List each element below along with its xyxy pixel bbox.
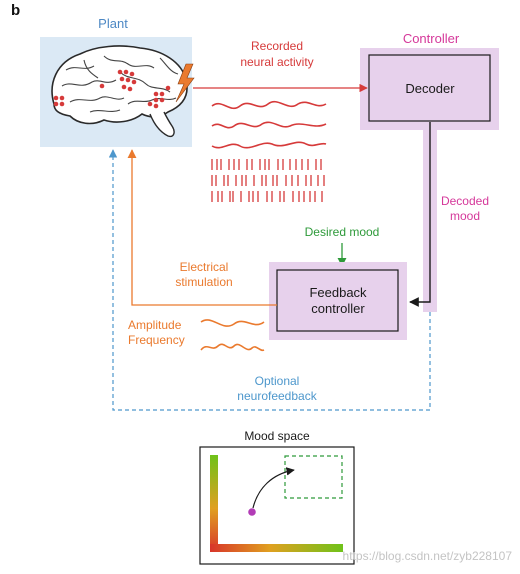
neurofeedback-label: Optional bbox=[255, 374, 300, 388]
stimulation-waveforms bbox=[200, 319, 265, 352]
feedback-controller-box bbox=[276, 269, 399, 332]
decoded-mood-label-2: mood bbox=[450, 209, 480, 223]
amplitude-label: Amplitude bbox=[128, 318, 182, 332]
recorded-activity-label-2: neural activity bbox=[240, 55, 313, 69]
frequency-label: Frequency bbox=[128, 333, 185, 347]
neurofeedback-label-2: neurofeedback bbox=[237, 389, 317, 403]
neurofeedback-loop bbox=[108, 149, 431, 411]
mood-space-y-axis bbox=[210, 455, 218, 552]
desired-mood-label: Desired mood bbox=[305, 225, 380, 239]
recorded-activity-label: Recorded bbox=[251, 39, 303, 53]
controller-label: Controller bbox=[403, 31, 460, 46]
lfp-traces bbox=[211, 100, 327, 149]
watermark: https://blog.csdn.net/zyb228107 bbox=[343, 549, 513, 563]
mood-space-x-axis bbox=[210, 544, 343, 552]
stimulation-label-2: stimulation bbox=[175, 275, 232, 289]
stimulation-label: Electrical bbox=[180, 260, 229, 274]
mood-target-region bbox=[284, 455, 343, 499]
feedback-controller-label-2: controller bbox=[311, 301, 365, 316]
decoder-label: Decoder bbox=[405, 81, 455, 96]
spike-trains bbox=[211, 159, 325, 202]
current-mood-point bbox=[248, 508, 256, 516]
panel-label: b bbox=[11, 2, 20, 19]
stimulation-arrow bbox=[127, 149, 277, 306]
mood-trajectory-arrow bbox=[252, 467, 295, 509]
decoded-mood-label: Decoded bbox=[441, 194, 489, 208]
feedback-controller-label: Feedback bbox=[309, 285, 367, 300]
mood-space-title: Mood space bbox=[244, 429, 310, 443]
decoded-mood-arrow bbox=[409, 122, 431, 307]
decoder-box bbox=[368, 54, 491, 122]
plant-label: Plant bbox=[98, 16, 128, 31]
brain-illustration bbox=[51, 45, 195, 138]
